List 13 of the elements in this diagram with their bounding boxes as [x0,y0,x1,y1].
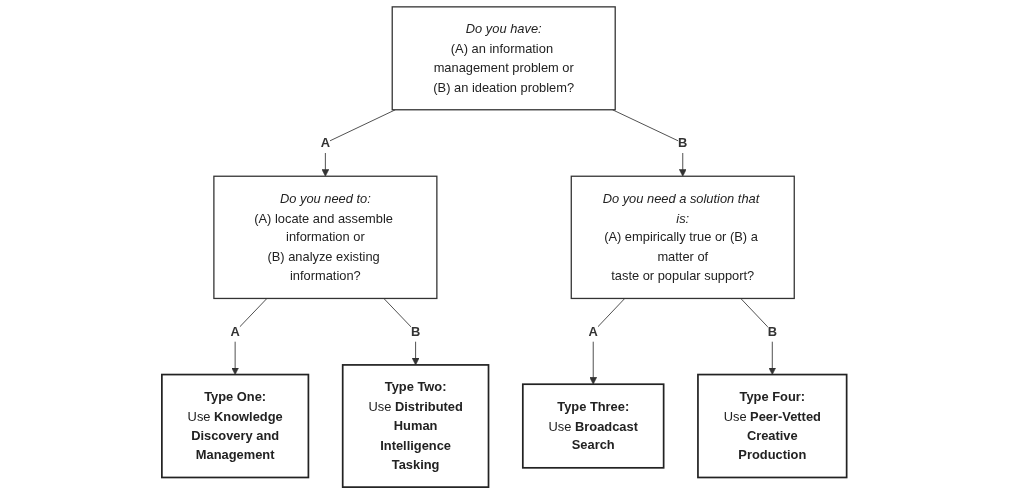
edge-label: A [320,135,331,150]
node-box: Type Four: Use Peer-Vetted Creative Production [697,373,848,479]
edge-label: A [230,323,241,339]
edge-label: A [588,323,599,339]
node-box: Do you have: (A) an information management problem or (B) an ideation problem? [391,6,617,111]
node-box: Type Two: Use Distributed Human Intelligence Tasking [342,364,490,488]
edge-label: B [411,323,421,339]
node-box: Type Three: Use Broadcast Search [522,383,665,469]
edge-label: B [767,323,778,339]
node-box: Type One: Use Knowledge Discovery and Management [161,373,310,479]
node-box: Do you need to: (A) locate and assemble information or (B) analyze existing information? [213,175,438,300]
edge-label: B [678,135,688,150]
node-box: Do you need a solution that is: (A) empirically true or (B) a matter of taste or popular support? [570,175,796,300]
